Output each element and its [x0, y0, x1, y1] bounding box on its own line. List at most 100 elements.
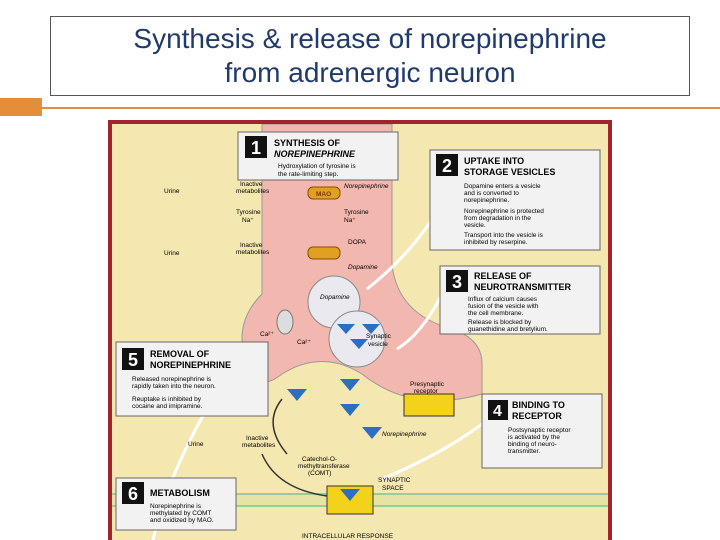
norepinephrine-triangle [362, 427, 382, 439]
label-na-left: Na⁺ [242, 217, 254, 224]
slide-title-line1: Synthesis & release of norepinephrine [133, 23, 607, 54]
label-synaptic-space1: SYNAPTIC [378, 477, 411, 484]
box5-b2a: Reuptake is inhibited by [132, 396, 202, 403]
box2-b2b: from degradation in the [464, 215, 531, 222]
label-inactive2a: Inactive [240, 242, 263, 249]
box2-number: 2 [442, 156, 452, 176]
box2-b1a: Dopamine enters a vesicle [464, 183, 541, 190]
label-urine2: Urine [164, 250, 180, 257]
box4-b1a: Postsynaptic receptor [508, 427, 571, 434]
label-comt3: (COMT) [308, 470, 331, 477]
label-urine1: Urine [164, 188, 180, 195]
label-tyrosine-right: Tyrosine [344, 209, 369, 216]
label-ca-right: Ca²⁺ [297, 339, 311, 346]
label-synaptic2: vesicle [368, 341, 388, 348]
box5-b2b: cocaine and imipramine. [132, 403, 203, 410]
box3-b1c: the cell membrane. [468, 310, 523, 317]
label-dopa: DOPA [348, 239, 367, 246]
box5-b1a: Released norepinephrine is [132, 376, 212, 383]
metabolism-arrow [261, 453, 328, 497]
box5-title1: REMOVAL OF [150, 349, 210, 359]
box-metabolism: 6 METABOLISM Norepinephrine is methylate… [115, 477, 237, 531]
box6-b1c: and oxidized by MAO. [150, 517, 214, 524]
label-inactive3a: Inactive [246, 435, 269, 442]
label-ca-left: Ca²⁺ [260, 331, 274, 338]
box6-b1b: methylated by COMT [150, 510, 211, 517]
box5-title2: NOREPINEPHRINE [150, 360, 231, 370]
norepinephrine-triangle [337, 324, 355, 334]
neuron-diagram-svg: 1 SYNTHESIS OF NOREPINEPHRINE Hydroxylat… [112, 124, 608, 540]
box4-b1c: binding of neuro- [508, 441, 557, 448]
calcium-channel [276, 309, 294, 335]
box5-number: 5 [128, 350, 138, 370]
norepinephrine-triangle [350, 339, 368, 349]
label-norepi2: Norepinephrine [382, 431, 427, 438]
box4-title1: BINDING TO [512, 400, 565, 410]
box3-b1b: fusion of the vesicle with [468, 303, 539, 310]
label-inactive3b: metabolites [242, 442, 276, 449]
box6-number: 6 [128, 484, 138, 504]
box-uptake-storage: 2 UPTAKE INTO STORAGE VESICLES Dopamine … [429, 149, 601, 251]
box3-b2a: Release is blocked by [468, 319, 532, 326]
slide-title: Synthesis & release of norepinephrine fr… [133, 22, 606, 90]
label-presyn1: Presynaptic [410, 381, 445, 388]
label-presyn2: receptor [414, 388, 439, 395]
box6-title1: METABOLISM [150, 488, 210, 498]
slide-title-line2: from adrenergic neuron [224, 57, 516, 88]
label-synaptic-space2: SPACE [382, 485, 404, 492]
box2-b3a: Transport into the vesicle is [464, 232, 544, 239]
box4-b1b: is activated by the [508, 434, 560, 441]
box-binding: 4 BINDING TO RECEPTOR Postsynaptic recep… [481, 393, 603, 469]
box2-b3b: inhibited by reserpine. [464, 239, 528, 246]
box2-b1b: and is converted to [464, 190, 519, 197]
mao-enzyme-upper [307, 186, 341, 200]
callout-arrow-4 [381, 422, 483, 481]
accent-bar [0, 98, 42, 116]
norepinephrine-triangle [287, 389, 307, 401]
mao-enzyme-lower [307, 246, 341, 260]
label-inactive1b: metabolites [236, 188, 270, 195]
box5-b1b: rapidly taken into the neuron. [132, 383, 216, 390]
box2-b1c: norepinephrine. [464, 197, 509, 204]
norepinephrine-triangle [362, 324, 380, 334]
label-norepi1: Norepinephrine [344, 183, 389, 190]
label-na-right: Na⁺ [344, 217, 356, 224]
box2-b2a: Norepinephrine is protected [464, 208, 544, 215]
label-comt1: Catechol-O- [302, 456, 337, 463]
neuron-diagram: 1 SYNTHESIS OF NOREPINEPHRINE Hydroxylat… [108, 120, 612, 540]
label-tyrosine-left: Tyrosine [236, 209, 261, 216]
label-urine3: Urine [188, 441, 204, 448]
box6-b1a: Norepinephrine is [150, 503, 202, 510]
label-dopamine2: Dopamine [320, 294, 350, 301]
box3-number: 3 [452, 272, 462, 292]
box4-b1d: transmitter. [508, 448, 540, 455]
label-inactive1a: Inactive [240, 181, 263, 188]
box3-b2b: guanethidine and bretylium. [468, 326, 548, 333]
box1-bullet1b: the rate-limiting step. [278, 171, 339, 178]
box-removal: 5 REMOVAL OF NOREPINEPHRINE Released nor… [115, 341, 269, 417]
box3-title1: RELEASE OF [474, 271, 532, 281]
box-synthesis: 1 SYNTHESIS OF NOREPINEPHRINE Hydroxylat… [237, 131, 399, 181]
box-release: 3 RELEASE OF NEUROTRANSMITTER Influx of … [439, 265, 601, 335]
label-dopamine1: Dopamine [348, 264, 378, 271]
box2-title1: UPTAKE INTO [464, 156, 524, 166]
box4-title2: RECEPTOR [512, 411, 562, 421]
norepinephrine-triangle [340, 404, 360, 416]
label-inactive2b: metabolites [236, 249, 270, 256]
box2-b2c: vesicle. [464, 222, 486, 229]
norepinephrine-triangle [340, 379, 360, 391]
label-intracellular: INTRACELLULAR RESPONSE [302, 533, 394, 540]
box4-number: 4 [493, 403, 502, 420]
box1-title1: SYNTHESIS OF [274, 138, 341, 148]
accent-rule [42, 107, 720, 109]
callout-arrow-3 [396, 293, 444, 351]
label-comt2: methyltransferase [298, 463, 350, 470]
presynaptic-receptor [403, 393, 455, 417]
box3-title2: NEUROTRANSMITTER [474, 282, 571, 292]
label-mao: MAO [316, 191, 331, 198]
box1-number: 1 [251, 138, 261, 158]
norepinephrine-triangle [340, 489, 360, 501]
label-synaptic1: Synaptic [366, 333, 392, 340]
box1-bullet1: Hydroxylation of tyrosine is [278, 163, 356, 170]
uptake-arrow [272, 398, 288, 455]
